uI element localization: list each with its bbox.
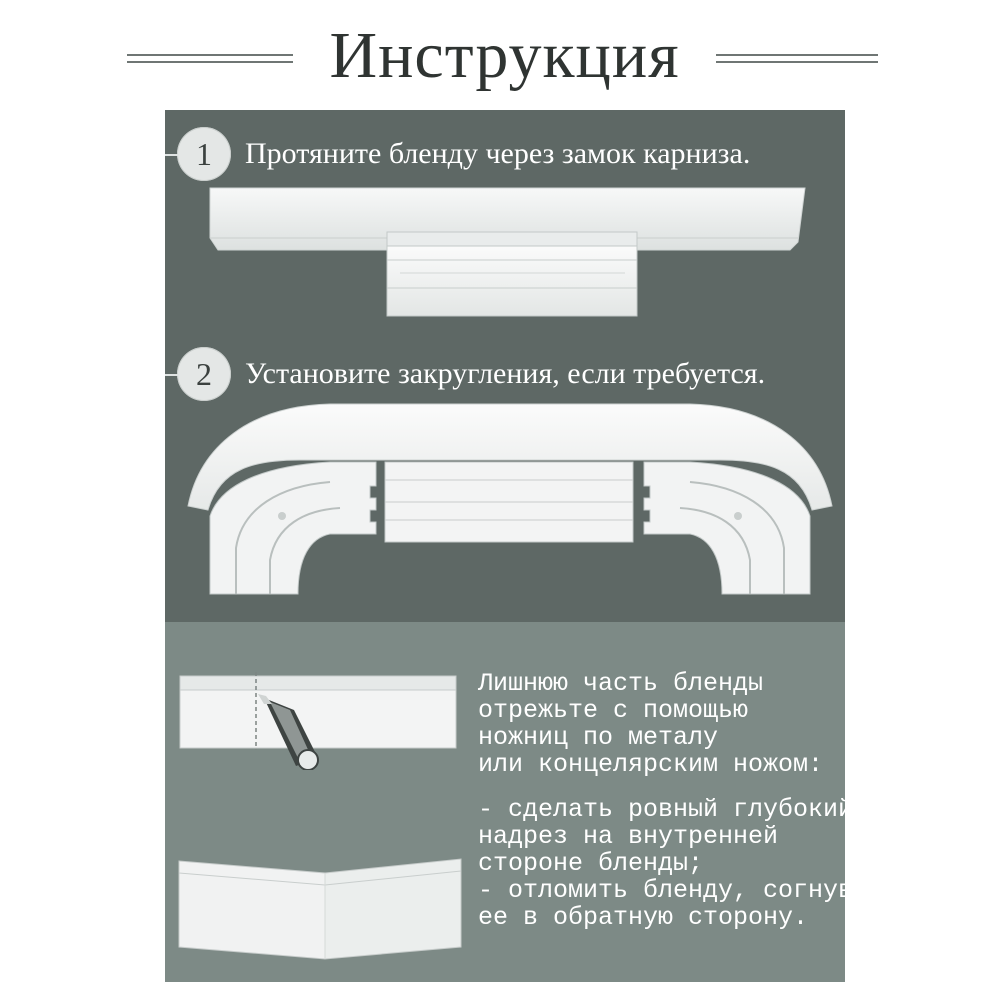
page-title: Инструкция — [329, 19, 680, 92]
note-line: Лишнюю часть бленды — [478, 669, 764, 698]
step-marker-line — [165, 374, 179, 376]
title-divider-left — [127, 52, 293, 66]
left-corner-piece — [209, 461, 377, 595]
step-text: Установите закругления, если требуется. — [245, 357, 766, 390]
title-divider-right — [716, 52, 878, 66]
note-item-line: ее в обратную сторону. — [478, 903, 809, 932]
note-line: или концелярским ножом: — [478, 750, 824, 779]
center-rail — [384, 461, 634, 543]
step-2: 2 Установите закругления, если требуется… — [165, 347, 766, 401]
note-item-line: - сделать ровный глубокий — [478, 795, 854, 824]
note-item-line: стороне бленды; — [478, 849, 704, 878]
step-text: Протяните бленду через замок карниза. — [245, 137, 751, 170]
header: Инструкция — [0, 0, 1000, 110]
step-number-badge: 1 — [177, 127, 231, 181]
note-item-line: надрез на внутренней — [478, 822, 779, 851]
step-2-illustration — [187, 403, 833, 595]
step-number-badge: 2 — [177, 347, 231, 401]
cutting-instructions: Лишнюю часть бленды отрежьте с помощью н… — [478, 669, 854, 932]
note-line: отрежьте с помощью — [478, 696, 749, 725]
cut-illustration — [179, 672, 457, 770]
step-1: 1 Протяните бленду через замок карниза. — [165, 127, 751, 181]
cornice-lock — [386, 231, 638, 317]
step-marker-line — [165, 154, 179, 156]
cutter-knife-icon — [258, 694, 319, 770]
note-line: ножниц по металу — [478, 723, 719, 752]
step-1-illustration — [209, 187, 806, 317]
note-item-line: - отломить бленду, согнув — [478, 876, 854, 905]
right-corner-piece — [643, 461, 811, 595]
rounded-valance — [187, 403, 833, 511]
bend-illustration — [178, 858, 462, 960]
